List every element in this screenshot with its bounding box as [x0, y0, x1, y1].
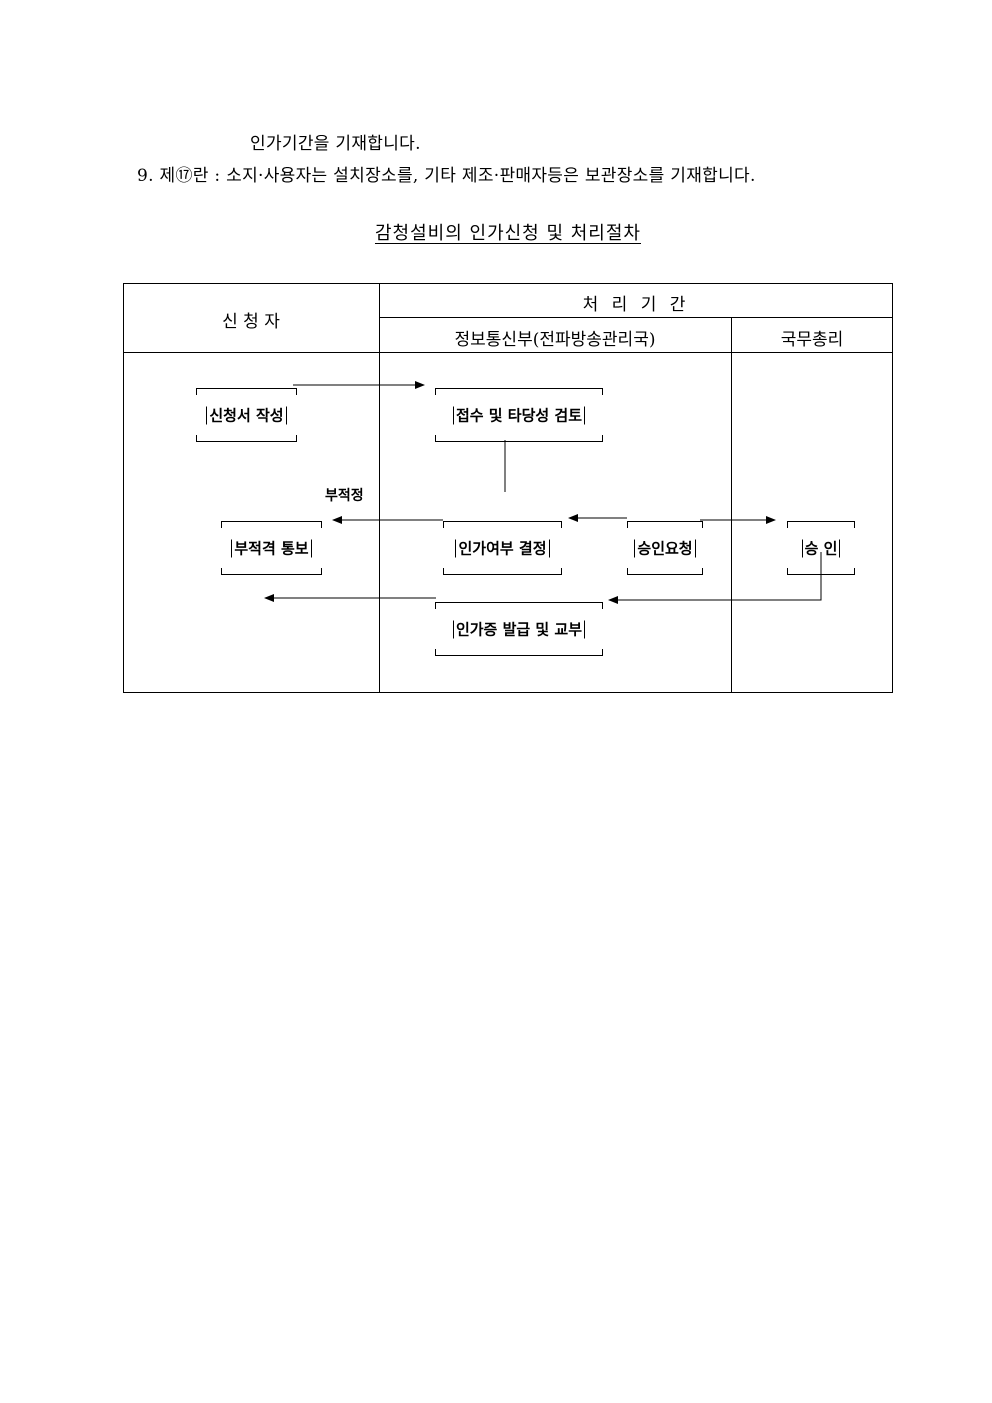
- box-unfit-notice: 부적격 통보: [221, 521, 322, 575]
- box-write-application-label: 신청서 작성: [206, 406, 287, 425]
- column-divider-1: [379, 283, 380, 693]
- box-approval-request: 승인요청: [627, 521, 703, 575]
- pm-header: 국무총리: [780, 330, 844, 350]
- box-approval-label: 승 인: [801, 539, 841, 558]
- box-receive-review-label: 접수 및 타당성 검토: [452, 406, 586, 425]
- doc-line-2: 9. 제⑰란 : 소지·사용자는 설치장소를, 기타 제조·판매자등은 보관장소…: [137, 166, 756, 186]
- applicant-header: 신 청 자: [222, 312, 280, 332]
- header-divider-top: [379, 317, 893, 318]
- box-receive-review: 접수 및 타당성 검토: [435, 388, 603, 442]
- doc-line-1: 인가기간을 기재합니다.: [250, 134, 421, 154]
- diagram-title: 감청설비의 인가신청 및 처리절차: [374, 223, 641, 244]
- box-approval-request-label: 승인요청: [634, 539, 696, 558]
- arrow-approval-to-issue: [608, 552, 822, 604]
- column-divider-2: [731, 317, 732, 693]
- header-divider-bottom: [123, 352, 893, 353]
- agency-header: 처 리 기 간: [582, 295, 690, 315]
- box-decision: 인가여부 결정: [443, 521, 562, 575]
- box-unfit-notice-label: 부적격 통보: [231, 539, 312, 558]
- box-write-application: 신청서 작성: [196, 388, 297, 442]
- box-approval: 승 인: [787, 521, 855, 575]
- box-decision-label: 인가여부 결정: [455, 539, 550, 558]
- ministry-header: 정보통신부(전파방송관리국): [454, 330, 656, 350]
- unfit-label: 부적정: [325, 488, 364, 504]
- process-table: [123, 283, 893, 693]
- box-issue-certificate-label: 인가증 발급 및 교부: [452, 620, 586, 639]
- box-issue-certificate: 인가증 발급 및 교부: [435, 602, 603, 656]
